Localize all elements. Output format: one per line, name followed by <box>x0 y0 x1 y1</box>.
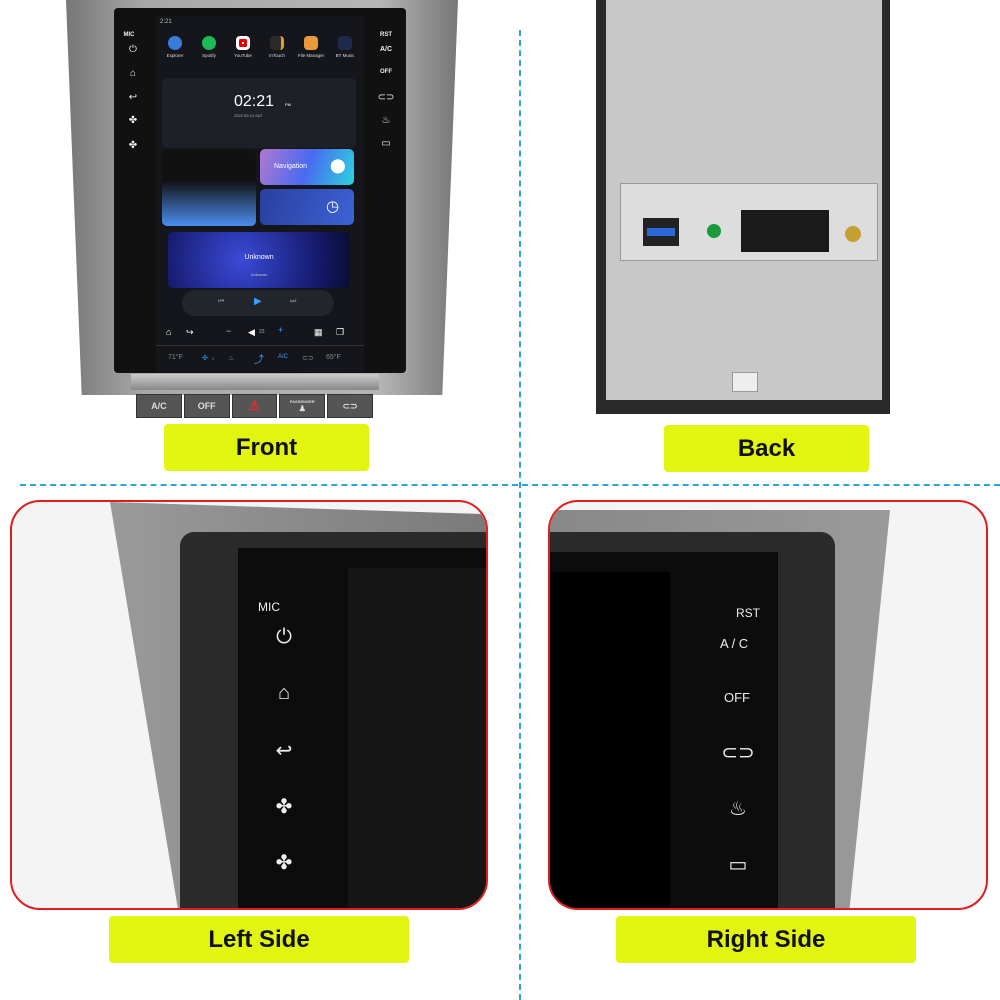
rst-label: RST <box>380 32 392 38</box>
seat-airflow-icon[interactable]: ⤴ <box>254 355 264 366</box>
white-connector <box>732 372 758 392</box>
recirc-icon[interactable]: ⊂⊃ <box>302 355 314 362</box>
off-key[interactable]: OFF <box>380 69 392 75</box>
connector-blue <box>643 218 679 246</box>
navigation-label: Navigation <box>274 163 308 170</box>
rear-defrost-icon[interactable]: ▭ <box>381 138 391 149</box>
app-youtube[interactable]: YouTube <box>226 36 260 58</box>
climate-ac[interactable]: A/C <box>278 354 289 360</box>
next-icon[interactable]: ⏭ <box>290 298 297 305</box>
main-harness-connector <box>741 210 829 252</box>
speed-widget[interactable]: ◷ <box>260 189 354 225</box>
ac-key[interactable]: A/C <box>379 46 393 53</box>
previous-icon[interactable]: ⏮ <box>218 298 225 305</box>
app-spotify[interactable]: Spotify <box>192 36 226 58</box>
music-widget[interactable]: Unknown Unknown <box>168 232 350 288</box>
app-explorer[interactable]: Explorer <box>158 36 192 58</box>
defrost-icon[interactable]: ♨ <box>228 355 235 362</box>
ac-key[interactable]: A / C <box>720 636 749 651</box>
nav-back-icon[interactable]: ↪ <box>186 327 194 337</box>
left-temp[interactable]: 71°F <box>168 354 183 361</box>
rst-label: RST <box>736 606 760 620</box>
gauge-icon: ◷ <box>326 198 340 215</box>
music-artist: Unknown <box>250 272 268 277</box>
navigation-widget[interactable]: Navigation ⬤ <box>260 149 354 185</box>
green-connector <box>707 224 721 238</box>
hard-ac-button[interactable]: A/C <box>136 394 182 418</box>
right-side-panel: RST A / C OFF ⊂⊃ ♨ ▭ <box>548 500 988 910</box>
climate-bar: 71°F ✣ 2 ♨ ⤴ A/C ⊂⊃ 65°F <box>156 348 364 368</box>
back-icon[interactable]: ↩ <box>128 92 138 103</box>
screen-edge <box>348 568 486 908</box>
left-side-panel: MIC ⏻ ⌂ ↩ ✤ ✤ <box>10 500 488 910</box>
app-dock: Explorer Spotify YouTube InTouch File Ma… <box>158 36 362 58</box>
connector-box <box>620 183 878 261</box>
app-file-manager[interactable]: File Manager <box>294 36 328 58</box>
divider-vertical <box>519 30 521 1000</box>
mic-label: MIC <box>123 32 135 38</box>
speaker-icon: ◀ <box>248 327 255 337</box>
right-temp[interactable]: 65°F <box>326 354 341 361</box>
nav-home-icon[interactable]: ⌂ <box>166 327 172 337</box>
clock-date: 2022.09.14 SAT <box>234 113 263 118</box>
clock-widget: 02:21 PM 2022.09.14 SAT <box>162 78 356 148</box>
volume-up-icon[interactable]: + <box>278 325 284 335</box>
recirculate-icon[interactable]: ⊂⊃ <box>721 742 755 764</box>
off-key[interactable]: OFF <box>724 690 750 705</box>
hazard-button[interactable]: ⚠ <box>231 394 278 418</box>
right-side-label: Right Side <box>616 916 916 963</box>
fan-icon[interactable]: ✣ <box>202 355 208 362</box>
back-label: Back <box>664 425 869 472</box>
recirc-button[interactable]: ⊂⊃ <box>327 394 373 418</box>
passenger-button[interactable]: PASSENGER♟ <box>279 394 326 418</box>
hard-button-row: A/C OFF ⚠ PASSENGER♟ ⊂⊃ <box>136 394 373 418</box>
location-pin-icon: ⬤ <box>330 157 346 173</box>
app-intouch[interactable]: InTouch <box>260 36 294 58</box>
front-defrost-icon[interactable]: ♨ <box>729 798 747 820</box>
volume-value: 23 <box>259 329 265 335</box>
play-icon[interactable]: ▶ <box>254 296 262 307</box>
music-title: Unknown <box>244 254 274 261</box>
fan-up-icon[interactable]: ✤ <box>275 796 293 818</box>
rear-defrost-icon[interactable]: ▭ <box>728 854 748 876</box>
clock-time: 02:21 <box>234 93 275 110</box>
volume-down-icon[interactable]: − <box>226 326 232 336</box>
recent-apps-icon[interactable]: ❐ <box>336 327 345 337</box>
front-defrost-icon[interactable]: ♨ <box>381 115 391 126</box>
fan-speed: 2 <box>212 356 215 361</box>
weather-graph-widget[interactable] <box>162 150 256 226</box>
divider-horizontal <box>20 484 1000 486</box>
front-label: Front <box>164 424 369 471</box>
power-icon[interactable]: ⏻ <box>276 626 292 648</box>
fan-up-icon[interactable]: ✤ <box>128 115 138 126</box>
apps-grid-icon[interactable]: ▦ <box>314 327 323 337</box>
left-side-label: Left Side <box>109 916 409 963</box>
nav-bar: ⌂ ↪ − ◀ 23 + ▦ ❐ <box>156 320 364 346</box>
power-icon[interactable]: ⏻ <box>129 44 137 55</box>
chrome-trim <box>131 374 379 390</box>
music-controls: ⏮ ▶ ⏭ <box>182 290 334 316</box>
fan-down-icon[interactable]: ✤ <box>128 140 138 151</box>
back-icon[interactable]: ↩ <box>275 740 293 762</box>
screen-edge <box>550 572 670 908</box>
antenna-connector <box>845 226 861 242</box>
fan-down-icon[interactable]: ✤ <box>275 852 293 874</box>
home-icon[interactable]: ⌂ <box>277 682 291 704</box>
home-icon[interactable]: ⌂ <box>129 68 137 79</box>
app-bt-music[interactable]: BT Music <box>328 36 362 58</box>
touchscreen[interactable]: 2:21 Explorer Spotify YouTube InTouch Fi… <box>156 16 364 372</box>
clock-ampm: PM <box>285 102 291 107</box>
hard-off-button[interactable]: OFF <box>183 394 230 418</box>
recirculate-icon[interactable]: ⊂⊃ <box>377 92 395 103</box>
status-time: 2:21 <box>160 19 172 25</box>
mic-label: MIC <box>258 600 280 614</box>
